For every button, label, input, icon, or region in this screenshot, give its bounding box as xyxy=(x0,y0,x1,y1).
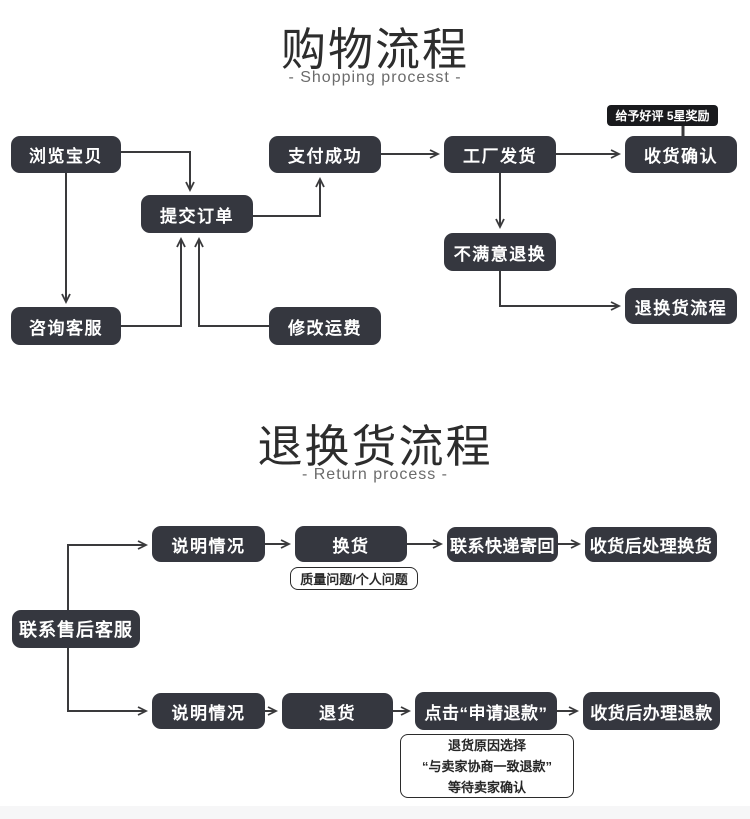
node-consult-service: 咨询客服 xyxy=(11,307,121,345)
node-return-goods: 退货 xyxy=(282,693,393,729)
bottom-band xyxy=(0,806,750,819)
node-contact-aftersale: 联系售后客服 xyxy=(12,610,140,648)
arrow-unsatisfied-to-returnflow xyxy=(499,271,622,311)
node-pay-success: 支付成功 xyxy=(269,136,381,173)
note-line-3: 等待卖家确认 xyxy=(447,779,526,795)
node-submit-order: 提交订单 xyxy=(141,195,253,233)
arrow-submit-to-pay xyxy=(253,176,325,217)
node-browse: 浏览宝贝 xyxy=(11,136,121,173)
node-return-flow: 退换货流程 xyxy=(625,288,737,324)
node-modify-shipping: 修改运费 xyxy=(269,307,381,345)
note-line-2: “与卖家协商一致退款” xyxy=(421,758,552,774)
arrow-aftersale-to-explain-bottom xyxy=(67,648,149,716)
node-handle-refund: 收货后办理退款 xyxy=(583,692,720,730)
note-refund-reason: 退货原因选择 “与卖家协商一致退款” 等待卖家确认 xyxy=(400,734,574,798)
shopping-subtitle: - Shopping processt - xyxy=(288,69,462,86)
shopping-title: 购物流程 xyxy=(280,24,469,75)
node-explain-bottom: 说明情况 xyxy=(152,693,265,729)
node-handle-exchange: 收货后处理换货 xyxy=(585,527,717,562)
node-exchange: 换货 xyxy=(295,526,407,562)
node-contact-courier: 联系快递寄回 xyxy=(447,527,558,562)
node-receive-confirm: 收货确认 xyxy=(625,136,737,173)
node-unsatisfied-return: 不满意退换 xyxy=(444,233,556,271)
arrow-consult-to-submit xyxy=(121,236,186,327)
note-line-1: 退货原因选择 xyxy=(447,737,526,753)
node-apply-refund: 点击“申请退款” xyxy=(415,692,557,730)
label-exchange-note: 质量问题/个人问题 xyxy=(290,567,418,590)
label-reward: 给予好评 5星奖励 xyxy=(607,105,718,126)
arrow-browse-to-submit xyxy=(121,151,195,193)
arrow-aftersale-to-explain-top xyxy=(67,540,149,610)
return-title: 退换货流程 xyxy=(257,421,493,472)
node-factory-ship: 工厂发货 xyxy=(444,136,556,173)
return-subtitle: - Return process - xyxy=(301,466,449,483)
node-explain-top: 说明情况 xyxy=(152,526,265,562)
arrow-shipping-to-submit xyxy=(194,236,269,327)
